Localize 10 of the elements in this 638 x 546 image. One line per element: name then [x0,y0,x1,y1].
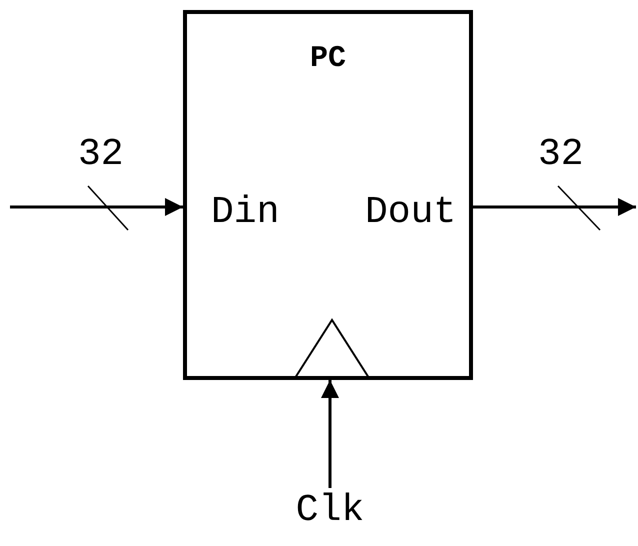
pin-label: Dout [365,194,456,232]
arrow [473,198,636,216]
arrow [10,198,183,216]
arrow [321,380,339,488]
bus-width-label: 32 [78,136,124,174]
signal-label: Clk [280,488,380,534]
register-name: PC [308,44,347,74]
pin-label: Din [211,194,280,232]
register-block [183,10,473,380]
bus-width-label: 32 [538,136,584,174]
